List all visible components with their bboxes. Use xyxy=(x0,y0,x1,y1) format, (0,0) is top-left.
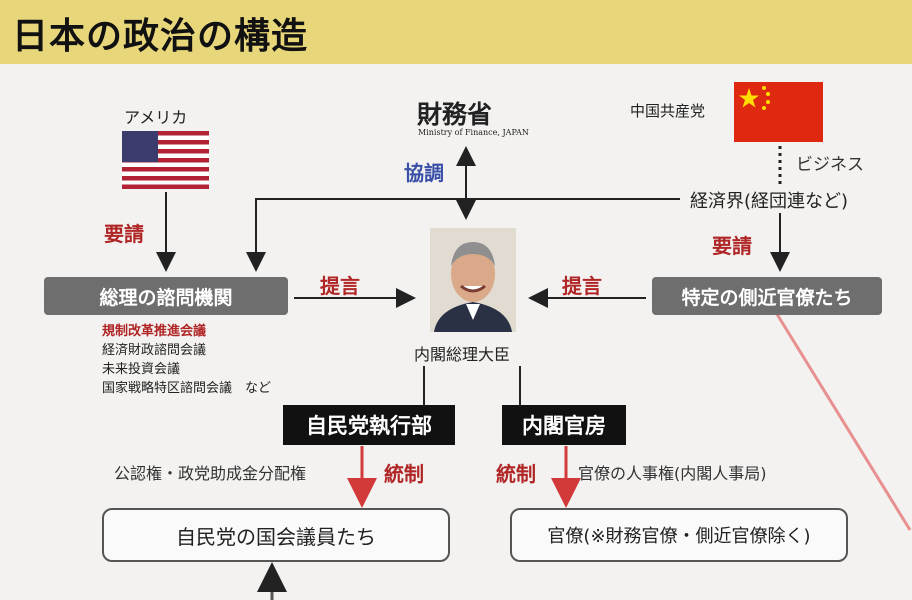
page-title: 日本の政治の構造 xyxy=(12,16,309,57)
label-tousei-right: 統制 xyxy=(496,462,536,486)
label-pm: 内閣総理大臣 xyxy=(414,345,511,364)
node-ldp-diet-members: 自民党の国会議員たち xyxy=(102,508,450,562)
label-mof: 財務省 xyxy=(417,100,493,129)
label-america: アメリカ xyxy=(124,108,188,127)
usa-flag-icon xyxy=(122,131,209,189)
node-bureaucrats: 官僚(※財務官僚・側近官僚除く) xyxy=(510,508,848,562)
line-keizaikai-advisory xyxy=(246,198,680,272)
label-bureaucrat-power: 官僚の人事権(内閣人事局) xyxy=(578,464,767,483)
label-kyouchou: 協調 xyxy=(404,161,444,185)
node-advisory-bodies: 総理の諮問機関 xyxy=(44,277,288,315)
advisory-list-item: 国家戦略特区諮問会議 など xyxy=(102,381,272,396)
node-ldp-executive: 自民党執行部 xyxy=(283,405,455,445)
label-ldp-power: 公認権・政党助成金分配権 xyxy=(114,464,307,483)
label-mof-english: Ministry of Finance, JAPAN xyxy=(418,128,529,137)
label-youkei-right: 要請 xyxy=(712,234,752,258)
label-youkei-left: 要請 xyxy=(104,222,144,246)
label-china: 中国共産党 xyxy=(630,102,706,120)
pointer-line xyxy=(770,305,912,531)
china-flag-icon xyxy=(734,82,823,142)
label-teigen-right: 提言 xyxy=(562,274,602,298)
label-business: ビジネス xyxy=(796,155,864,175)
label-keizaikai: 経済界(経団連など) xyxy=(688,187,851,213)
advisory-list-item: 経済財政諮問会議 xyxy=(102,343,207,358)
node-cabinet-secretariat: 内閣官房 xyxy=(502,405,626,445)
advisory-list-item: 未来投資会議 xyxy=(102,362,181,377)
pm-portrait-icon xyxy=(430,228,516,332)
title-bar xyxy=(0,0,912,64)
label-tousei-left: 統制 xyxy=(384,462,424,486)
node-aide-bureaucrats: 特定の側近官僚たち xyxy=(652,277,882,315)
advisory-list-highlight: 規制改革推進会議 xyxy=(102,324,207,339)
advisory-list: 規制改革推進会議 経済財政諮問会議 未来投資会議 国家戦略特区諮問会議 など xyxy=(102,322,271,398)
label-teigen-left: 提言 xyxy=(320,274,360,298)
